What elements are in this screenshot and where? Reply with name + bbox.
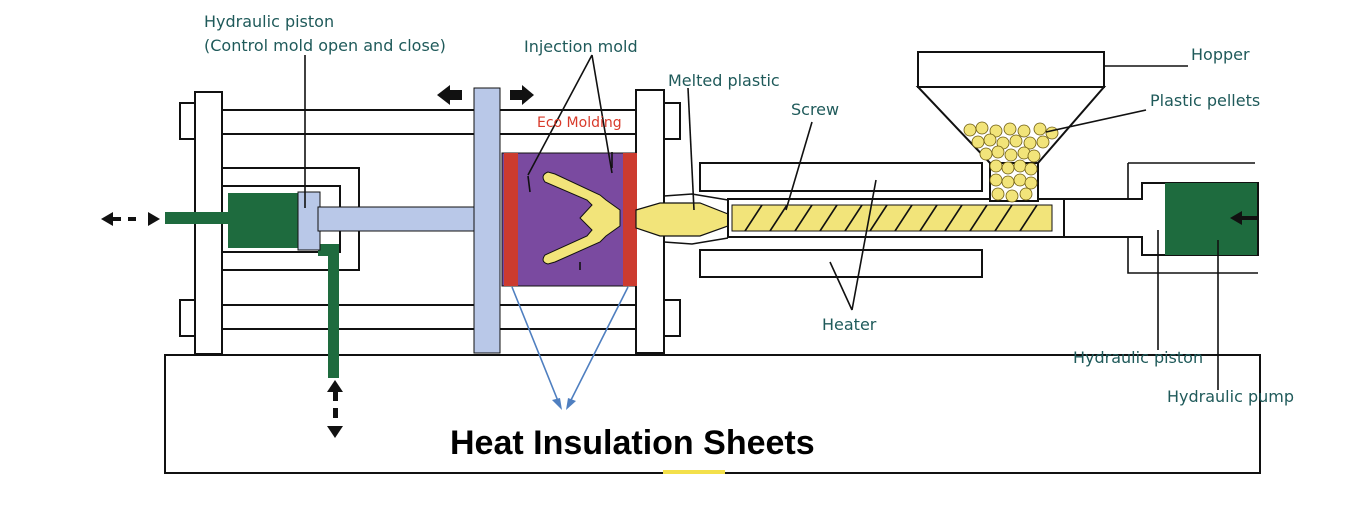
base-highlight <box>663 470 725 474</box>
mold-cavity <box>542 171 621 265</box>
pump-arrow <box>1230 211 1258 225</box>
screw-flights <box>744 204 1038 232</box>
label-plastic-pellets: Plastic pellets <box>1150 91 1260 110</box>
insulation-sheet-right <box>623 153 637 286</box>
hydraulic-line-left <box>165 212 228 224</box>
hopper-top <box>917 51 1105 88</box>
tie-bar-bottom <box>221 304 637 330</box>
label-hydraulic-pump: Hydraulic pump <box>1167 387 1294 406</box>
label-melted-plastic: Melted plastic <box>668 71 780 90</box>
leader-heater <box>829 179 877 311</box>
leader-melted-plastic <box>687 87 695 211</box>
label-hydraulic-piston-left-2: (Control mold open and close) <box>204 36 446 55</box>
stationary-platen-tab-top <box>663 102 681 140</box>
heater-bottom <box>699 249 983 278</box>
leader-heat-insulation-arrowheads <box>552 398 576 410</box>
machine-base <box>164 354 1261 474</box>
stationary-platen-tab-bottom <box>663 299 681 337</box>
moving-platen <box>473 87 501 354</box>
vertical-arrow <box>327 380 343 438</box>
rear-housing-outline <box>1127 162 1258 274</box>
piston-head <box>297 191 321 251</box>
label-heater: Heater <box>822 315 877 334</box>
nozzle-outline <box>663 193 729 245</box>
left-frame-tab-top <box>179 102 196 140</box>
platen-movement-arrow <box>437 85 534 105</box>
leader-heat-insulation <box>511 286 629 407</box>
leader-injection-mold <box>527 54 613 176</box>
leader-screw <box>785 121 813 211</box>
tie-bar-top <box>221 109 637 135</box>
mold-parting-marks <box>527 152 613 270</box>
label-screw: Screw <box>791 100 839 119</box>
nozzle <box>635 202 729 237</box>
label-eco-molding: Eco Molding <box>537 115 622 131</box>
hydraulic-line-down-top <box>318 244 339 256</box>
label-hydraulic-piston-left-1: Hydraulic piston <box>204 12 334 31</box>
label-hydraulic-piston-right: Hydraulic piston <box>1073 348 1203 367</box>
heater-top <box>699 162 983 192</box>
left-line-arrow <box>101 212 160 226</box>
insulation-sheet-left <box>504 153 518 286</box>
leader-plastic-pellets <box>1045 109 1147 133</box>
clamp-cylinder-green <box>228 193 302 248</box>
hydraulic-line-down <box>328 250 339 378</box>
label-hopper: Hopper <box>1191 45 1250 64</box>
label-heat-insulation-sheets: Heat Insulation Sheets <box>450 424 815 462</box>
label-injection-mold: Injection mold <box>524 37 638 56</box>
piston-rod <box>317 206 477 232</box>
left-frame-tab-bottom <box>179 299 196 337</box>
